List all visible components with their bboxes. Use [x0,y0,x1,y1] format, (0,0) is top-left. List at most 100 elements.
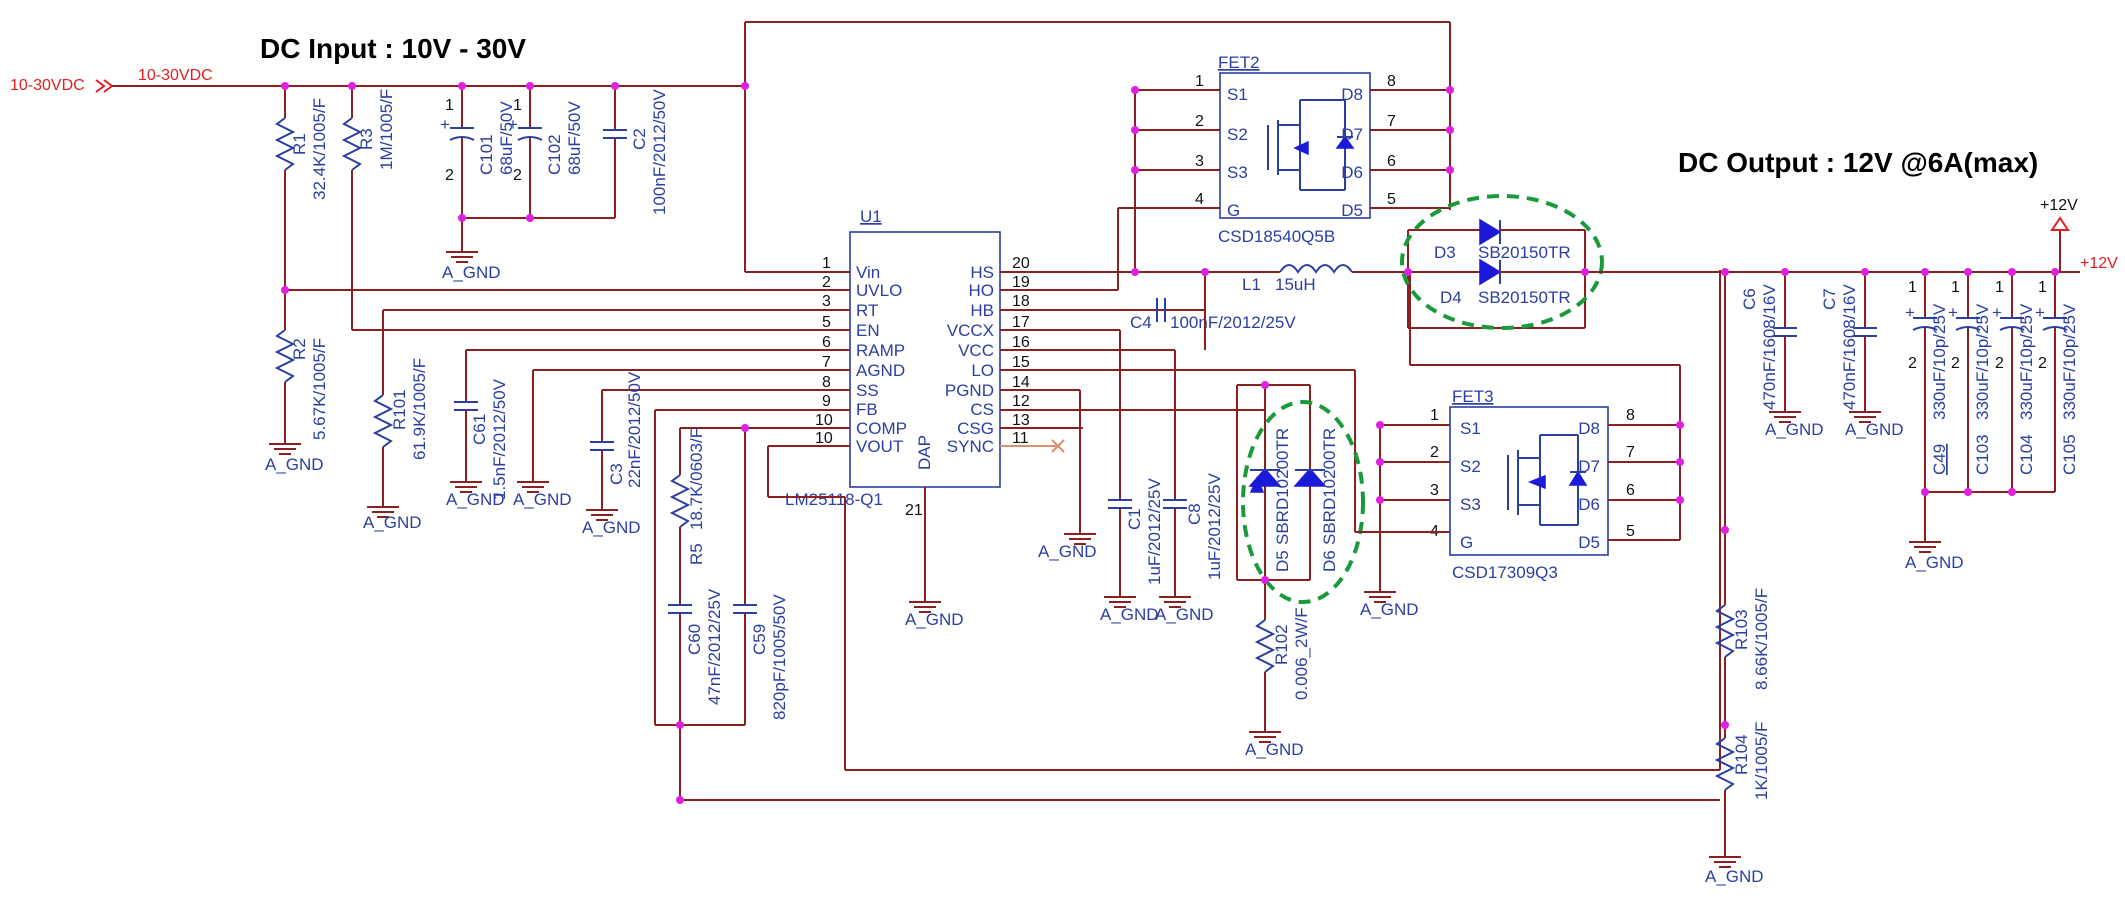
svg-text:1: 1 [1908,279,1917,296]
svg-text:17: 17 [1012,314,1030,331]
u1-dap: DAP [915,435,934,470]
c49-ref: C49 [1930,444,1949,475]
svg-text:S1: S1 [1227,85,1248,104]
svg-text:+: + [1992,303,2002,322]
c103-ref: C103 [1973,434,1992,475]
svg-text:14: 14 [1012,374,1030,391]
d5-d6-highlight [1241,400,1365,604]
u1-part: LM25118-Q1 [785,490,883,509]
svg-text:A_GND: A_GND [1245,740,1304,759]
svg-text:D5: D5 [1578,533,1600,552]
c8-value: 1uF/2012/25V [1205,473,1224,580]
svg-text:2: 2 [822,274,831,291]
c60-value: 47nF/2012/25V [705,588,724,705]
r5-ref: R5 [687,543,706,565]
r1-ref: R1 [290,133,309,155]
svg-text:20: 20 [1012,255,1030,272]
c101-value: 68uF/50V [497,101,516,175]
svg-text:VCC: VCC [958,341,994,360]
c104-ref: C104 [2017,434,2036,475]
r101-resistor [372,394,394,448]
d3-diode [1479,218,1502,246]
r104-resistor [1714,737,1736,791]
r1-value: 32.4K/1005/F [310,98,329,200]
power-arrow-icon [2050,216,2070,231]
svg-text:RAMP: RAMP [856,341,905,360]
svg-text:A_GND: A_GND [1905,553,1964,572]
svg-text:2: 2 [445,167,454,184]
svg-text:A_GND: A_GND [363,513,422,532]
gnd-label: A_GND [265,455,324,474]
r2-value: 5.67K/1005/F [310,338,329,440]
svg-text:1: 1 [1995,279,2004,296]
c3-ref: C3 [607,463,626,485]
svg-text:S3: S3 [1460,495,1481,514]
svg-text:S2: S2 [1460,457,1481,476]
svg-text:A_GND: A_GND [1360,600,1419,619]
svg-text:1: 1 [1430,407,1439,424]
d5-diode [1248,467,1282,493]
svg-text:7: 7 [1626,444,1635,461]
svg-text:HB: HB [970,301,994,320]
c8-ref: C8 [1185,503,1204,525]
svg-text:2: 2 [1951,355,1960,372]
svg-text:HO: HO [969,281,995,300]
fet2-part: CSD18540Q5B [1218,227,1335,246]
svg-text:6: 6 [1387,153,1396,170]
svg-text:2: 2 [1995,355,2004,372]
c61-ref: C61 [470,414,489,445]
svg-text:Vin: Vin [856,263,880,282]
svg-text:8: 8 [1387,73,1396,90]
r5-resistor [669,474,691,528]
svg-text:2: 2 [2038,355,2047,372]
d3-value: SB20150TR [1478,243,1571,262]
svg-text:VCCX: VCCX [947,321,994,340]
svg-text:1: 1 [2038,279,2047,296]
svg-text:6: 6 [822,334,831,351]
svg-text:7: 7 [1387,113,1396,130]
c4-ref: C4 [1130,313,1152,332]
svg-text:1: 1 [513,97,522,114]
fet2-transistor-icon [1267,99,1355,191]
svg-text:SYNC: SYNC [947,437,994,456]
svg-text:A_GND: A_GND [1038,542,1097,561]
svg-text:+: + [440,115,450,134]
svg-text:4: 4 [1195,191,1204,208]
input-title: DC Input : 10V - 30V [260,33,526,64]
l1-ref: L1 [1242,275,1261,294]
svg-text:RT: RT [856,301,878,320]
c6-ref: C6 [1740,288,1759,310]
l1-value: 15uH [1275,275,1316,294]
vout-net-label: +12V [2080,255,2118,272]
r2-ref: R2 [290,338,309,360]
c60-ref: C60 [685,624,704,655]
junction-dots [281,82,2059,804]
c105-value: 330uF/10p/25V [2060,303,2079,420]
svg-text:S1: S1 [1460,419,1481,438]
fet3-mosfet [1449,406,1609,556]
svg-text:A_GND: A_GND [1765,420,1824,439]
c7-ref: C7 [1820,288,1839,310]
svg-text:2: 2 [1430,444,1439,461]
d4-diode [1479,258,1502,286]
c105-ref: C105 [2060,434,2079,475]
r102-resistor [1254,619,1276,673]
svg-text:9: 9 [822,393,831,410]
c7-value: 470nF/1608/16V [1840,284,1859,410]
svg-text:8: 8 [1626,407,1635,424]
svg-text:12: 12 [1012,393,1030,410]
svg-text:SS: SS [856,381,879,400]
svg-text:3: 3 [1430,482,1439,499]
svg-text:+: + [508,115,518,134]
svg-text:COMP: COMP [856,419,907,438]
svg-text:1: 1 [822,255,831,272]
svg-text:A_GND: A_GND [905,610,964,629]
c102-value: 68uF/50V [565,101,584,175]
c59-value: 820pF/1005/50V [770,594,789,720]
u1-left-pins: 1 2 3 5 6 7 8 9 10 10 Vin UVLO RT EN RAM… [800,255,907,456]
svg-text:S2: S2 [1227,125,1248,144]
svg-text:D8: D8 [1341,85,1363,104]
fet3-transistor-icon [1507,434,1588,526]
vin-net-label: 10-30VDC [138,67,213,84]
